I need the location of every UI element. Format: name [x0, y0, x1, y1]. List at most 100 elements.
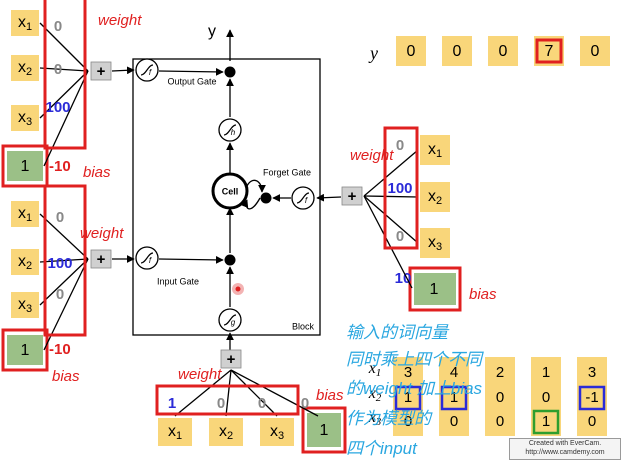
y-seq-value-2: 0	[453, 43, 462, 60]
forget-inputs-weight-2: 100	[387, 180, 412, 197]
y-seq-box-3	[488, 36, 518, 66]
forget-inputs-plus	[341, 186, 363, 206]
seq-col-1-val-3: 0	[404, 413, 412, 430]
forget-inputs-x2-label: x2	[428, 188, 442, 207]
cell-inputs-line-4	[230, 369, 319, 417]
forget-inputs-x3-label: x3	[428, 234, 442, 253]
output-inputs-plus-sign: +	[97, 63, 106, 80]
cell-inputs-bias-highlight	[301, 406, 347, 454]
y-seq-box-5	[580, 36, 610, 66]
forget-plus-to-gate	[316, 193, 342, 202]
note-line-4: 作为模型的	[346, 409, 431, 428]
input-inputs-bias-weight: -10	[49, 341, 71, 358]
input-gate-link	[158, 255, 224, 264]
seq-col-5-box	[577, 357, 607, 436]
cell-circle	[211, 172, 249, 210]
seq-col-3-box	[485, 357, 515, 436]
seq-col-4-val-3: 1	[542, 413, 550, 430]
bias-label-cell: bias	[316, 387, 344, 404]
input-inputs-x1-box	[11, 201, 39, 227]
y-seq-value-3: 0	[499, 43, 508, 60]
seq-col-2-box	[439, 357, 469, 436]
input-inputs-weight-3: 0	[56, 286, 64, 303]
y-seq-box-2	[442, 36, 472, 66]
forget-inputs-weight-1: 0	[396, 137, 404, 154]
h-gate-glyph: h	[231, 128, 236, 137]
forget-inputs-x1-label: x1	[428, 141, 442, 160]
output-y-label: y	[208, 23, 216, 40]
input-inputs-bias-value: 1	[21, 342, 30, 359]
seq-row-label-3: x3	[368, 409, 382, 428]
seq-col-3-val-2: 0	[496, 389, 504, 406]
output-inputs-line-x3	[39, 70, 89, 119]
output-gate-glyph: f	[149, 68, 152, 77]
seq-col-4-green-box	[532, 409, 560, 435]
cell-inputs-weight-3: 0	[258, 395, 266, 412]
note-line-3: 的weight 加上bias	[346, 379, 483, 398]
cell-recurrent-arrow	[246, 179, 266, 193]
seq-col-1-blue-box	[394, 385, 422, 411]
output-inputs-x2-box	[11, 55, 39, 81]
seq-col-5-val-3: 0	[588, 413, 596, 430]
forget-inputs-weight-highlight	[383, 126, 419, 250]
input-inputs-x3-box	[11, 292, 39, 318]
input-inputs-line-x3	[39, 258, 89, 306]
evercam-watermark: Created with EverCam. http://www.camdemy…	[509, 438, 621, 460]
output-inputs-weight-1: 0	[54, 18, 62, 35]
seq-col-5-blue-box	[578, 385, 606, 411]
forget-gate-sigmoid-icon	[296, 192, 310, 204]
forget-inputs-bias-box	[414, 273, 456, 305]
output-inputs-x2-label: x2	[18, 59, 32, 78]
seq-col-3-val-3: 0	[496, 413, 504, 430]
g-gate-sigmoid-icon	[223, 314, 237, 326]
output-inputs-bias-value: 1	[21, 158, 30, 175]
output-inputs-x1-box	[11, 10, 39, 36]
h-gate-sigmoid-icon	[223, 124, 237, 136]
seq-col-1-val-1: 3	[404, 364, 412, 381]
seq-col-2-val-3: 0	[450, 413, 458, 430]
input-inputs-line-x1	[39, 213, 89, 260]
cell-inputs-weight-highlight	[155, 384, 300, 416]
forget-inputs-weight-3: 0	[396, 228, 404, 245]
seq-row-label-1: x1	[368, 360, 382, 379]
forget-inputs-plus-sign: +	[348, 188, 357, 205]
forget-inputs-bias-weight: 10	[395, 270, 412, 287]
seq-col-1-val-2: 1	[404, 389, 412, 406]
y-seq-value-5: 0	[591, 43, 600, 60]
output-inputs-bias-highlight	[1, 144, 49, 188]
input-gate-label: Input Gate	[157, 276, 199, 286]
note-line-1: 输入的词向量	[346, 323, 448, 342]
input-multiply-dot	[224, 254, 236, 266]
forget-feedback-arrow	[240, 197, 261, 210]
cell-inputs-weight-2: 0	[217, 395, 225, 412]
seq-col-3-val-1: 2	[496, 364, 504, 381]
forget-inputs-line-x1	[363, 149, 419, 197]
seq-col-4-box	[531, 357, 561, 436]
output-inputs-line-x2	[39, 67, 89, 72]
output-inputs-x3-label: x3	[18, 109, 32, 128]
seq-row-label-2: x2	[368, 385, 382, 404]
forget-inputs-line-bias	[363, 195, 413, 289]
cell-inputs-x2-label: x2	[219, 423, 233, 442]
input-inputs-weight-2: 100	[47, 255, 72, 272]
input-inputs-x2-box	[11, 249, 39, 275]
output-plus-to-gate	[111, 66, 135, 75]
y-seq-highlight	[535, 38, 563, 64]
forget-inputs-x3-box	[420, 228, 450, 258]
forget-gate-label: Forget Gate	[263, 167, 311, 177]
watermark-line-1: Created with EverCam.	[528, 440, 602, 447]
input-gate-sigmoid-icon	[140, 252, 154, 264]
y-seq-box-1	[396, 36, 426, 66]
forget-inputs-x1-box	[420, 135, 450, 165]
seq-col-2-blue-box	[440, 385, 468, 411]
forget-gate-glyph: f	[305, 196, 308, 205]
output-inputs-weight-highlight	[43, 0, 87, 150]
seq-col-4-val-1: 1	[542, 364, 550, 381]
cell-inputs-x2-box	[209, 418, 243, 446]
output-inputs-plus	[90, 61, 112, 81]
cell-inputs-bias-value: 1	[320, 422, 329, 439]
block-label: Block	[292, 321, 315, 331]
input-inputs-x1-label: x1	[18, 205, 32, 224]
weight-label-forget: weight	[350, 147, 394, 164]
